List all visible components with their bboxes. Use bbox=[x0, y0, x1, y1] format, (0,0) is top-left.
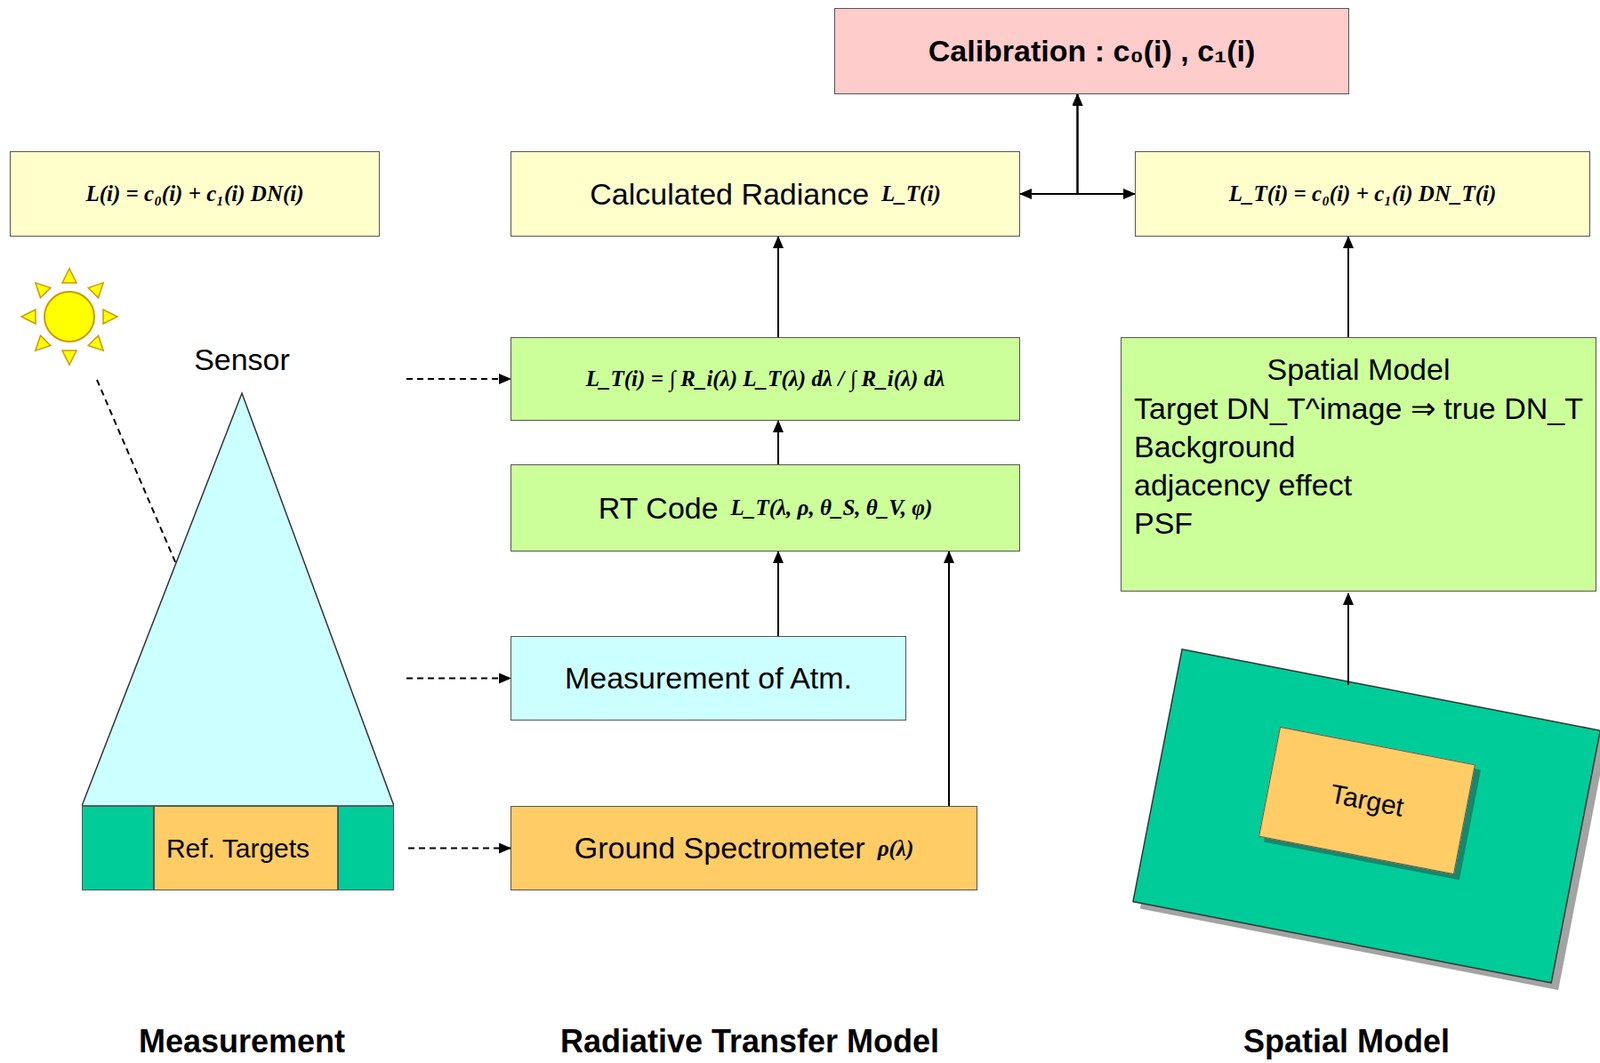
node-label: Ref. Targets bbox=[166, 833, 310, 864]
dashed-arrow bbox=[406, 377, 511, 380]
node-label: Spatial Model bbox=[1266, 352, 1450, 387]
scene-arrow bbox=[1347, 593, 1350, 685]
equation-box: L_T(i) = c₀(i) + c₁(i) DN_T(i) bbox=[1134, 151, 1591, 237]
node-label: Calibration : c₀(i) , c₁(i) bbox=[928, 33, 1256, 69]
background-scene bbox=[1133, 649, 1600, 990]
node-label: Target bbox=[1327, 778, 1407, 822]
node-label: Calculated Radiance bbox=[589, 176, 869, 212]
flow-arrow bbox=[777, 236, 780, 338]
node-label: Measurement of Atm. bbox=[564, 660, 853, 696]
model-box: Spatial ModelTarget DN_T^image ⇒ true DN… bbox=[1120, 337, 1597, 592]
node-formula: L_T(i) bbox=[881, 181, 941, 207]
node-formula: Target DN_T^image ⇒ true DN_T bbox=[1133, 390, 1584, 427]
node-formula: L_T(λ, ρ, θ_S, θ_V, φ) bbox=[731, 495, 933, 521]
flow-arrow bbox=[1077, 94, 1136, 194]
node-label: Sensor bbox=[193, 342, 290, 378]
process-box: Ground Spectrometer ρ(λ) bbox=[510, 805, 978, 891]
target-strip: Ref. Targets bbox=[81, 805, 394, 891]
section-title: Radiative Transfer Model bbox=[560, 1022, 940, 1061]
node-formula: adjacency effect bbox=[1133, 467, 1352, 503]
flow-arrow bbox=[777, 420, 780, 465]
process-box: Measurement of Atm. bbox=[510, 635, 907, 721]
sensor-triangle: Sensor bbox=[81, 342, 394, 806]
node-formula: Background bbox=[1133, 429, 1295, 465]
node-label: Ground Spectrometer bbox=[574, 830, 866, 866]
flow-arrow bbox=[1020, 94, 1078, 194]
result-box: Calibration : c₀(i) , c₁(i) bbox=[834, 8, 1350, 95]
node-label: RT Code bbox=[598, 490, 719, 526]
process-box: Calculated Radiance L_T(i) bbox=[510, 151, 1021, 237]
sun-symbol bbox=[21, 268, 118, 365]
process-box: RT Code L_T(λ, ρ, θ_S, θ_V, φ) bbox=[510, 464, 1021, 552]
node-label: L_T(i) = ∫ R_i(λ) L_T(λ) dλ / ∫ R_i(λ) d… bbox=[586, 366, 946, 392]
flow-arrow bbox=[1347, 236, 1350, 338]
node-label: L_T(i) = c₀(i) + c₁(i) DN_T(i) bbox=[1229, 181, 1497, 207]
flow-arrow bbox=[948, 551, 950, 806]
section-title: Spatial Model bbox=[1243, 1022, 1450, 1061]
sensor-cone bbox=[81, 342, 394, 806]
equation-box: L(i) = c₀(i) + c₁(i) DN(i) bbox=[9, 151, 380, 237]
section-title: Measurement bbox=[138, 1022, 346, 1061]
node-formula: ρ(λ) bbox=[877, 836, 915, 861]
dashed-arrow bbox=[408, 847, 511, 850]
node-label: L(i) = c₀(i) + c₁(i) DN(i) bbox=[85, 181, 304, 207]
equation-box: L_T(i) = ∫ R_i(λ) L_T(λ) dλ / ∫ R_i(λ) d… bbox=[510, 337, 1021, 421]
node-formula: PSF bbox=[1133, 506, 1193, 541]
flow-arrow bbox=[777, 551, 780, 636]
dashed-arrow bbox=[406, 677, 511, 680]
